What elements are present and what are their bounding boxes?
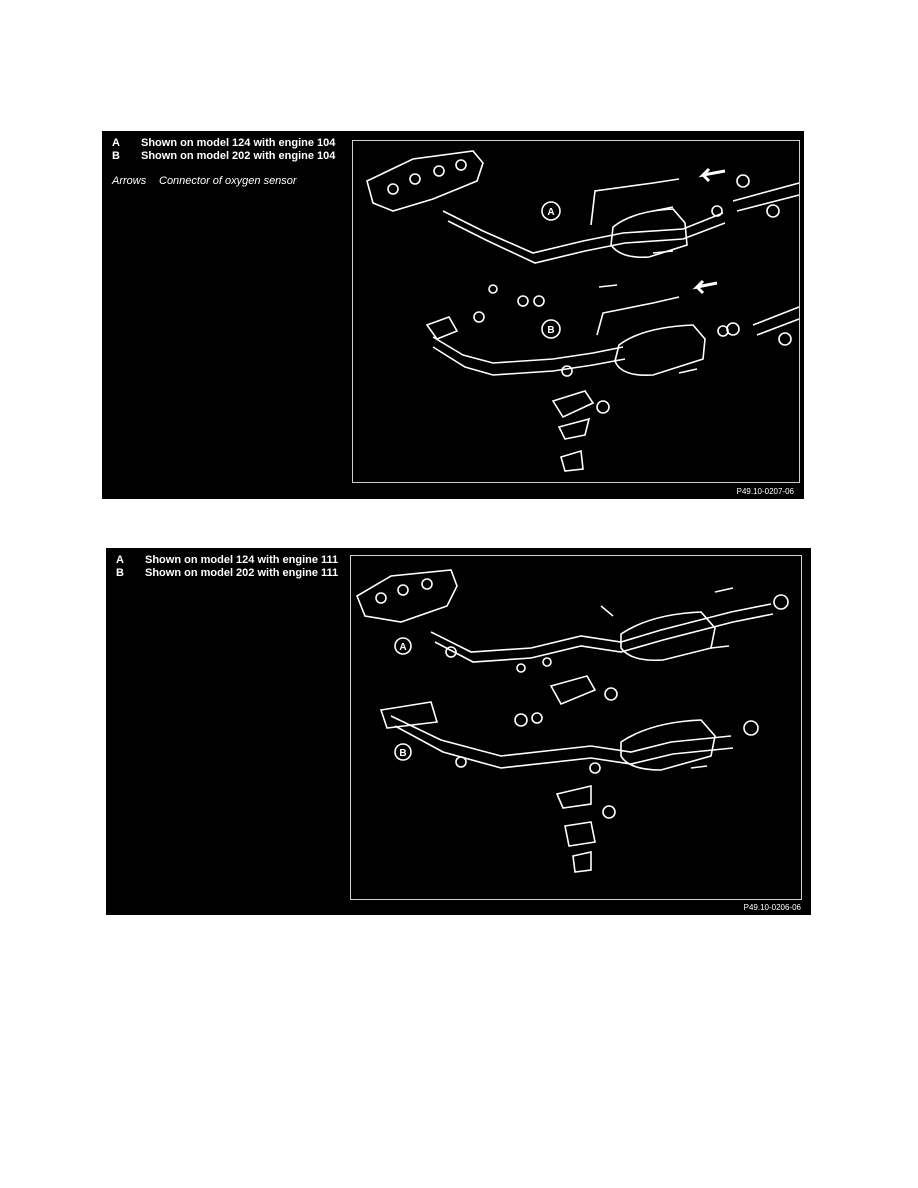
legend-key: A [112,137,120,149]
drawing-frame: A B [352,140,800,483]
exhaust-drawing: A B [366,150,799,472]
fasteners [445,587,789,819]
exhaust-diagram-engine-104: A Shown on model 124 with engine 104 B S… [102,131,804,499]
catalytic-converter-a [610,208,688,259]
callout-a: A [547,207,554,218]
manifold-flange-b [379,701,439,729]
exhaust-manifold [356,569,458,623]
exhaust-drawing: A B [356,569,789,873]
legend-row-b: B Shown on model 202 with engine 104 [112,150,342,163]
callout-a-circle [394,637,412,655]
note-text: Connector of oxygen sensor [159,175,297,187]
catalytic-converter-a [620,611,716,662]
callout-b-circle [541,319,561,339]
note-key: Arrows [112,175,147,187]
legend-text: Shown on model 124 with engine 111 [145,554,339,566]
exhaust-pipe-b [432,336,624,364]
legend-key: B [112,150,120,162]
arrow-b [692,279,718,295]
exhaust-diagram-engine-111: A Shown on model 124 with engine 111 B S… [106,548,811,915]
legend-key: A [116,554,124,566]
figure-number: P49.10-0207-06 [736,487,794,496]
manifold-flange-b [425,316,459,340]
hanger-bracket [551,390,595,472]
exhaust-manifold [366,150,484,212]
callout-a: A [399,642,406,653]
figure-number: P49.10-0206-06 [743,903,801,912]
callout-a-circle [541,201,561,221]
hanger-bracket [549,675,597,873]
rear-pipe-b [752,306,799,336]
legend-text: Shown on model 124 with engine 104 [141,137,336,149]
exhaust-pipe-a [442,210,724,254]
callout-b: B [399,748,406,759]
exhaust-pipe-b [390,715,732,757]
drawing-frame: A B [350,555,802,900]
legend-row-a: A Shown on model 124 with engine 111 [116,554,346,567]
callout-b: B [547,325,554,336]
arrow-a [698,167,726,183]
legend-row-b: B Shown on model 202 with engine 111 [116,567,346,580]
fasteners [473,174,792,414]
legend-row-a: A Shown on model 124 with engine 104 [112,137,342,150]
legend: A Shown on model 124 with engine 111 B S… [116,554,346,580]
legend-text: Shown on model 202 with engine 104 [141,150,336,162]
legend-key: B [116,567,124,579]
rear-pipe-a [732,182,799,212]
exhaust-pipe-a [430,603,772,653]
catalytic-converter-b [614,324,706,377]
legend: A Shown on model 124 with engine 104 B S… [112,137,342,188]
arrows-note: Arrows Connector of oxygen sensor [112,175,342,188]
callout-b-circle [394,743,412,761]
legend-text: Shown on model 202 with engine 111 [145,567,339,579]
oxygen-sensor-wire-a [590,178,680,226]
catalytic-converter-b [620,719,716,771]
